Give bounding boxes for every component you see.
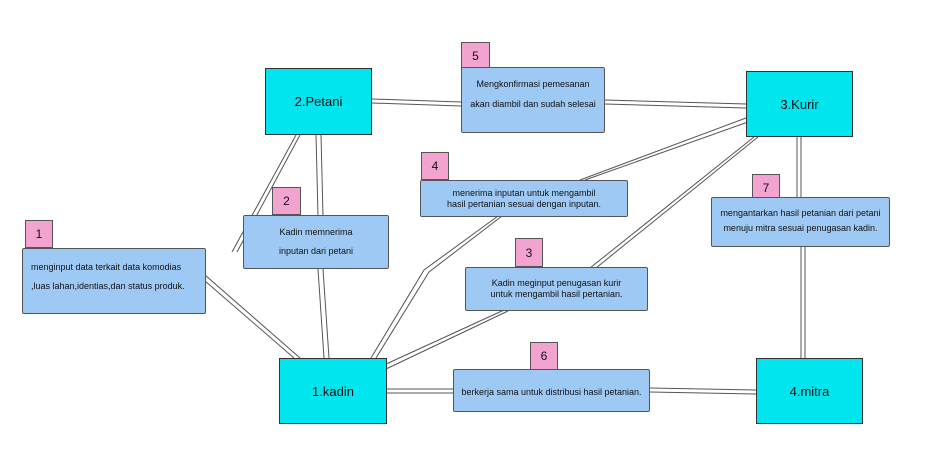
step-5-note[interactable]: Mengkonfirmasi pemesanan akan diambil da… bbox=[461, 67, 605, 133]
actor-mitra[interactable]: 4.mitra bbox=[756, 358, 863, 424]
step-5-line-1: Mengkonfirmasi pemesanan bbox=[476, 79, 590, 89]
step-3-badge: 3 bbox=[515, 238, 543, 267]
step-1-note[interactable]: menginput data terkait data komodias ,lu… bbox=[22, 248, 206, 314]
step-6-note[interactable]: berkerja sama untuk distribusi hasil pet… bbox=[453, 369, 650, 412]
step-2-note[interactable]: Kadin memnerima inputan dari petani bbox=[243, 215, 389, 269]
step-4-badge: 4 bbox=[421, 152, 449, 180]
step-7-line-1: mengantarkan hasil petanian dari petani bbox=[720, 208, 881, 218]
step-5-badge: 5 bbox=[461, 42, 490, 70]
step-4-line-1: menerima inputan untuk mengambil bbox=[452, 188, 596, 198]
step-4-line-2: hasil pertanian sesuai dengan inputan. bbox=[446, 199, 602, 210]
actor-kadin[interactable]: 1.kadin bbox=[279, 358, 387, 424]
step-3-line-1: Kadin meginput penugasan kurir bbox=[491, 278, 622, 288]
step-3-note[interactable]: Kadin meginput penugasan kurir untuk men… bbox=[465, 267, 648, 311]
step-5-line-2: akan diambil dan sudah selesai bbox=[470, 99, 596, 110]
step-1-line-1: menginput data terkait data komodias bbox=[31, 262, 182, 272]
step-1-badge: 1 bbox=[25, 220, 53, 248]
step-2-line-2: inputan dari petani bbox=[278, 246, 354, 257]
step-7-line-2: menuju mitra sesuai penugasan kadin. bbox=[723, 223, 878, 234]
step-2-line-1: Kadin memnerima bbox=[279, 227, 353, 237]
step-7-badge: 7 bbox=[752, 174, 780, 201]
step-6-badge: 6 bbox=[530, 342, 558, 370]
step-4-note[interactable]: menerima inputan untuk mengambil hasil p… bbox=[420, 180, 628, 217]
actor-kurir[interactable]: 3.Kurir bbox=[746, 71, 853, 137]
step-3-line-2: untuk mengambil hasil pertanian. bbox=[490, 289, 623, 300]
step-2-badge: 2 bbox=[272, 187, 301, 215]
step-1-line-2: ,luas lahan,identias,dan status produk. bbox=[31, 281, 185, 292]
actor-petani[interactable]: 2.Petani bbox=[265, 68, 372, 135]
step-6-line-1: berkerja sama untuk distribusi hasil pet… bbox=[461, 387, 642, 397]
step-7-note[interactable]: mengantarkan hasil petanian dari petani … bbox=[711, 197, 890, 247]
